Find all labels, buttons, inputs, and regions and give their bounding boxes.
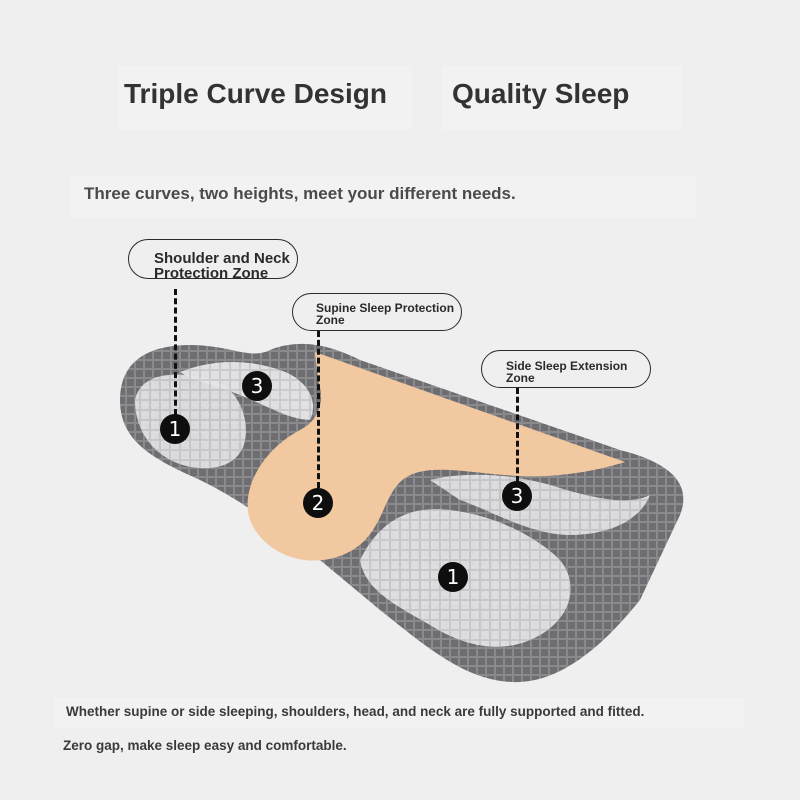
side-zone-label: Side Sleep Extension Zone: [506, 359, 628, 385]
tagline: Three curves, two heights, meet your dif…: [84, 184, 516, 203]
pillow-back-recess: [430, 474, 650, 535]
footer-line-2: Zero gap, make sleep easy and comfortabl…: [63, 738, 347, 753]
title-triple-curve: Triple Curve Design: [124, 78, 387, 109]
footer-panel: [54, 698, 744, 728]
side-leader: [516, 388, 519, 482]
title-quality-sleep: Quality Sleep: [452, 78, 630, 109]
tagline-panel: [70, 176, 696, 218]
side-zone-pill: [481, 350, 651, 388]
marker-3-right: 3: [502, 481, 532, 511]
supine-zone-label: Supine Sleep Protection Zone: [316, 301, 455, 327]
marker-2: 2: [303, 488, 333, 518]
supine-zone-pill: [292, 293, 462, 331]
marker-1-right: 1: [438, 562, 468, 592]
footer-line-1: Whether supine or side sleeping, shoulde…: [66, 704, 645, 719]
marker-1-left: 1: [160, 414, 190, 444]
title-panel-left: [118, 66, 412, 130]
pillow-foam-section: [247, 352, 626, 561]
marker-3-left: 3: [242, 371, 272, 401]
pillow-front-left: [135, 374, 246, 469]
supine-leader: [317, 331, 320, 488]
shoulder-neck-zone-pill: [128, 239, 298, 279]
title-panel-right: [442, 66, 682, 130]
shoulder-neck-zone-label: Shoulder and Neck Protection Zone: [154, 250, 290, 282]
shoulder-neck-leader: [174, 289, 177, 415]
